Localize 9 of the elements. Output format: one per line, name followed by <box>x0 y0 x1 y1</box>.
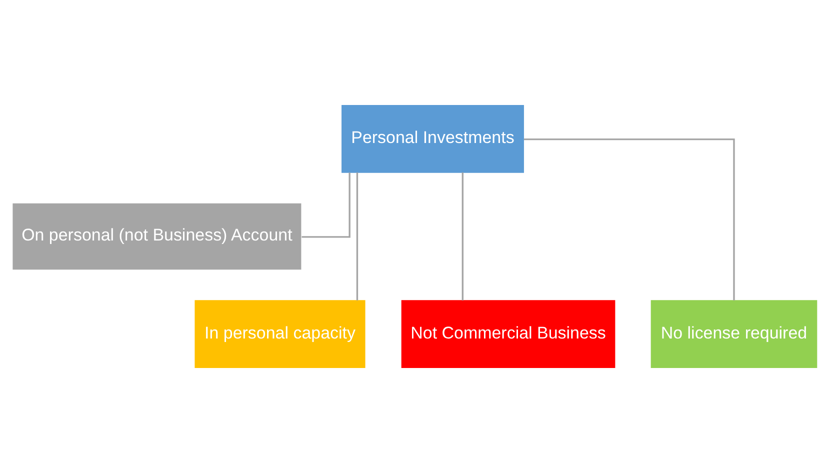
node-box: On personal (not Business) Account <box>12 202 302 270</box>
node-box: In personal capacity <box>194 300 366 368</box>
node-box: No license required <box>650 300 818 368</box>
connector <box>356 172 358 300</box>
connector <box>462 172 464 300</box>
node-box: Not Commercial Business <box>401 300 616 368</box>
connector <box>302 172 350 238</box>
connector <box>524 138 735 300</box>
node-box: Personal Investments <box>342 104 524 172</box>
